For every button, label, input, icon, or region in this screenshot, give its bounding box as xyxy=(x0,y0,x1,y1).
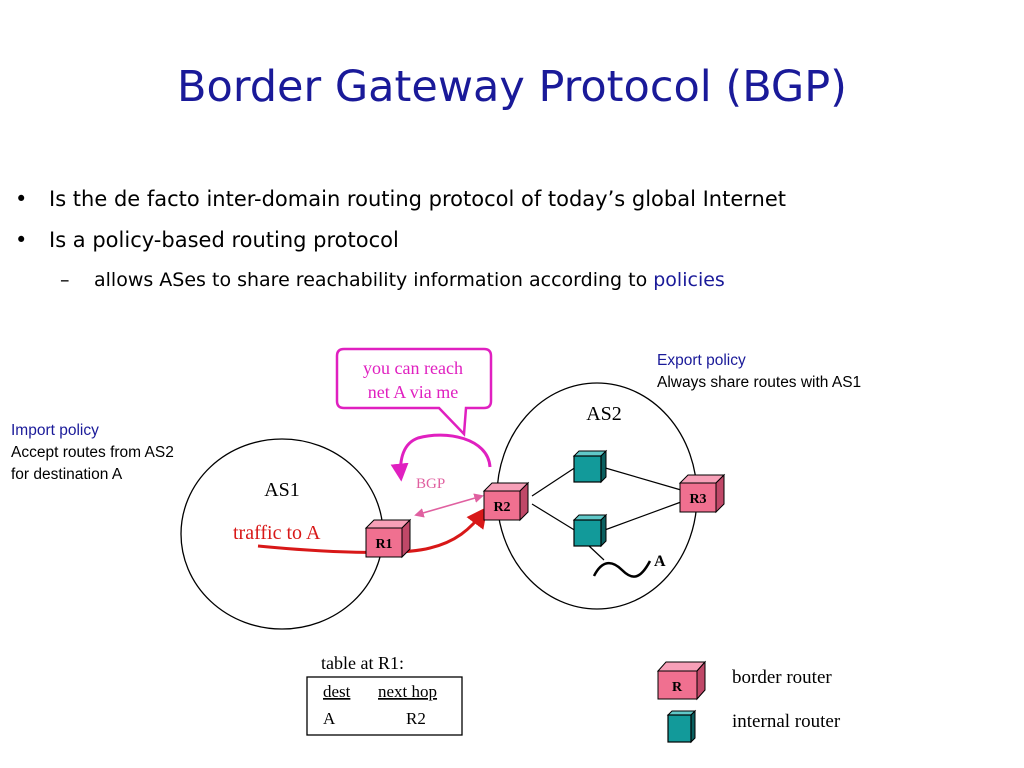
as2-links xyxy=(531,466,682,561)
table-cell-dest: A xyxy=(323,709,336,728)
network-a-squiggle xyxy=(592,560,652,578)
router-r1-label: R1 xyxy=(375,537,392,552)
sub-bullet: – allows ASes to share reachability info… xyxy=(60,269,725,291)
as1-label: AS1 xyxy=(264,479,300,501)
sub-bullet-text: allows ASes to share reachability inform… xyxy=(94,269,648,291)
router-r2: R2 xyxy=(482,481,530,522)
as2-label: AS2 xyxy=(586,403,622,425)
slide-title: Border Gateway Protocol (BGP) xyxy=(177,62,847,112)
table-cell-next-hop: R2 xyxy=(406,709,426,728)
import-policy-heading: Import policy xyxy=(11,422,99,439)
internal-router-bottom xyxy=(572,513,608,548)
speech-bubble xyxy=(335,347,493,437)
legend-internal-label: internal router xyxy=(732,711,841,732)
legend-internal-router-icon xyxy=(666,709,697,744)
bubble-line-1: you can reach xyxy=(363,358,463,378)
router-r2-label: R2 xyxy=(493,500,510,515)
router-r3-label: R3 xyxy=(689,492,706,507)
bgp-session-line xyxy=(414,493,484,518)
destination-a-label: A xyxy=(654,553,666,570)
traffic-arrow xyxy=(257,506,488,554)
legend-border-symbol: R xyxy=(672,680,683,695)
table-header-dest: dest xyxy=(323,682,351,701)
export-policy-heading: Export policy xyxy=(657,352,746,369)
import-policy-caption: Import policy Accept routes from AS2 for… xyxy=(11,420,174,486)
bullet-2-text: Is a policy-based routing protocol xyxy=(49,228,399,252)
internal-router-top xyxy=(572,449,608,484)
table-box xyxy=(306,676,463,736)
bubble-line-2: net A via me xyxy=(368,382,458,402)
traffic-label: traffic to A xyxy=(233,522,321,544)
policies-highlight: policies xyxy=(653,269,725,291)
bullet-glyph: • xyxy=(15,187,28,211)
router-r3: R3 xyxy=(678,473,726,514)
legend: R border router internal router xyxy=(656,660,841,744)
bullet-2: • Is a policy-based routing protocol xyxy=(15,228,399,252)
export-policy-caption: Export policy Always share routes with A… xyxy=(657,350,861,394)
legend-border-router-icon: R xyxy=(656,660,707,701)
dash-glyph: – xyxy=(60,269,70,291)
bullet-1-text: Is the de facto inter-domain routing pro… xyxy=(49,187,786,211)
advertisement-arrow xyxy=(390,433,492,482)
bullet-1: • Is the de facto inter-domain routing p… xyxy=(15,187,786,211)
router-r1: R1 xyxy=(364,518,412,559)
bgp-label: BGP xyxy=(416,476,445,492)
import-policy-line-2: for destination A xyxy=(11,466,123,483)
table-header-next-hop: next hop xyxy=(378,682,437,701)
legend-border-label: border router xyxy=(732,667,832,688)
routing-table: table at R1: dest next hop A R2 xyxy=(306,653,463,736)
import-policy-line-1: Accept routes from AS2 xyxy=(11,444,174,461)
table-caption: table at R1: xyxy=(321,653,404,673)
export-policy-line: Always share routes with AS1 xyxy=(657,374,862,391)
bullet-glyph: • xyxy=(15,228,28,252)
